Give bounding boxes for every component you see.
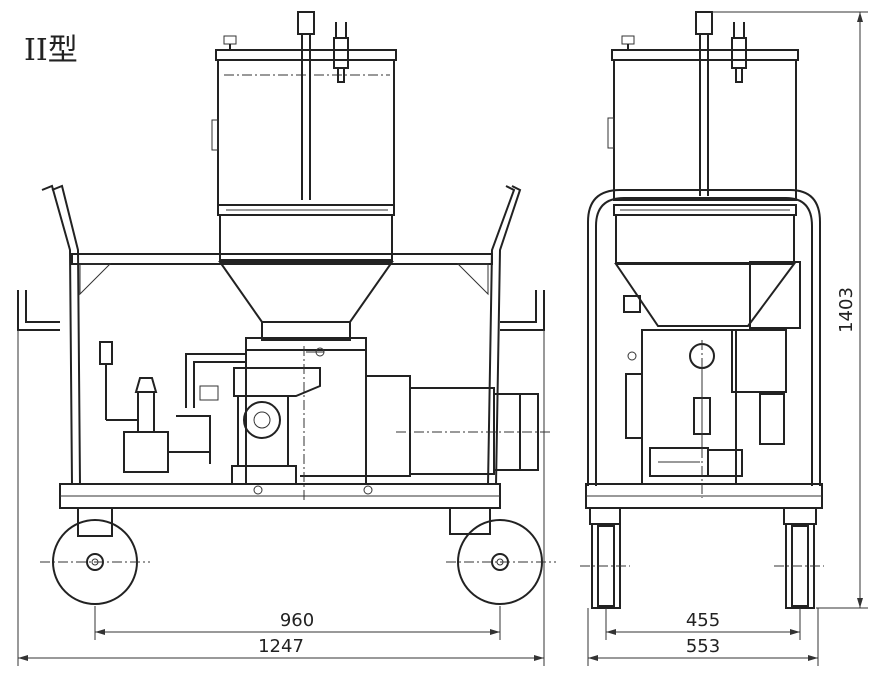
front-motor <box>365 375 552 477</box>
side-caster-left <box>580 507 630 609</box>
dimension-side-overall: 553 <box>587 608 819 666</box>
front-frame <box>17 184 545 509</box>
front-view <box>17 11 556 605</box>
dimension-455-label: 455 <box>686 610 720 631</box>
side-lid-knob <box>621 35 635 50</box>
side-hopper <box>607 49 799 327</box>
drawing-title: II型 <box>24 33 78 68</box>
dimension-front-inner: 960 <box>94 606 501 640</box>
side-level-rod <box>695 11 747 196</box>
side-caster-right <box>774 507 824 609</box>
dimension-553-label: 553 <box>686 636 720 657</box>
front-hopper <box>211 49 397 341</box>
dimension-1247-label: 1247 <box>258 636 304 657</box>
dimension-front-overall: 1247 <box>17 330 545 666</box>
side-pump-body <box>623 261 801 498</box>
front-level-rod <box>297 11 349 206</box>
side-view <box>580 11 824 609</box>
front-pump-body <box>231 337 367 500</box>
dimension-side-inner: 455 <box>605 608 801 640</box>
dimension-1403-label: 1403 <box>836 287 857 333</box>
dimension-height: 1403 <box>712 11 868 609</box>
front-valve-assembly <box>99 341 325 485</box>
dimension-960-label: 960 <box>280 610 314 631</box>
front-caster-left <box>40 507 150 605</box>
front-caster-right <box>446 507 556 605</box>
front-lid-knob <box>223 35 237 50</box>
